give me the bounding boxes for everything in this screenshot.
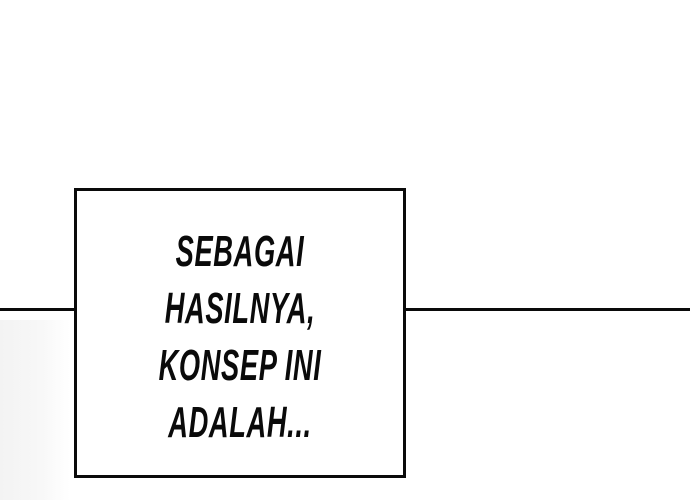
horizontal-divider-left — [0, 308, 76, 311]
horizontal-divider-right — [404, 308, 690, 311]
background-shading — [0, 320, 70, 500]
caption-line-3: KONSEP INI — [158, 341, 322, 390]
caption-box: SEBAGAI HASILNYA, KONSEP INI ADALAH... — [74, 188, 406, 478]
caption-line-2: HASILNYA, — [164, 284, 316, 333]
caption-line-4: ADALAH... — [168, 398, 312, 447]
caption-text: SEBAGAI HASILNYA, KONSEP INI ADALAH... — [77, 223, 403, 451]
caption-line-1: SEBAGAI — [175, 227, 305, 276]
